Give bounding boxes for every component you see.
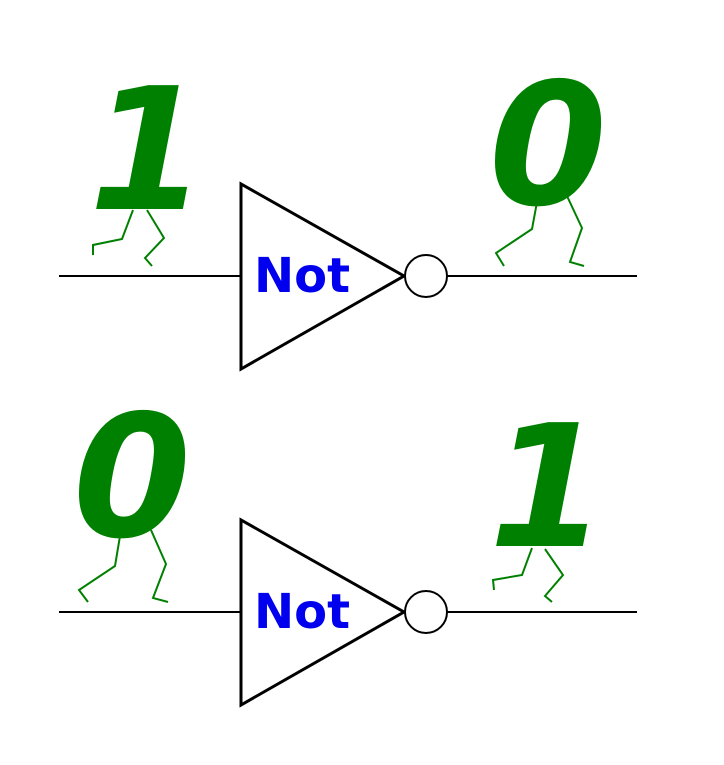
inverter-bubble xyxy=(404,254,448,298)
left-leg xyxy=(491,547,533,591)
output-digit: 1 xyxy=(489,389,607,587)
right-leg xyxy=(543,548,565,603)
left-leg xyxy=(494,201,538,267)
gate-label: Not xyxy=(254,248,350,304)
not-gate-triangle xyxy=(239,181,408,372)
left-leg xyxy=(77,535,121,603)
gate-row-2: Not 0 1 xyxy=(59,379,637,708)
right-leg xyxy=(150,529,169,603)
left-leg xyxy=(92,209,134,255)
inverter-bubble xyxy=(404,590,448,634)
output-digit: 0 xyxy=(489,47,607,245)
input-digit-character: 1 xyxy=(89,52,207,267)
input-digit-character: 0 xyxy=(73,379,191,603)
output-digit-character: 0 xyxy=(489,47,607,267)
right-leg xyxy=(143,209,166,267)
gate-row-1: Not 1 0 xyxy=(59,47,637,372)
gate-label: Not xyxy=(254,584,350,640)
output-digit-character: 1 xyxy=(489,389,607,603)
right-leg xyxy=(566,195,585,267)
not-gate-triangle xyxy=(239,517,408,708)
input-digit: 0 xyxy=(73,379,191,577)
input-digit: 1 xyxy=(89,52,207,250)
